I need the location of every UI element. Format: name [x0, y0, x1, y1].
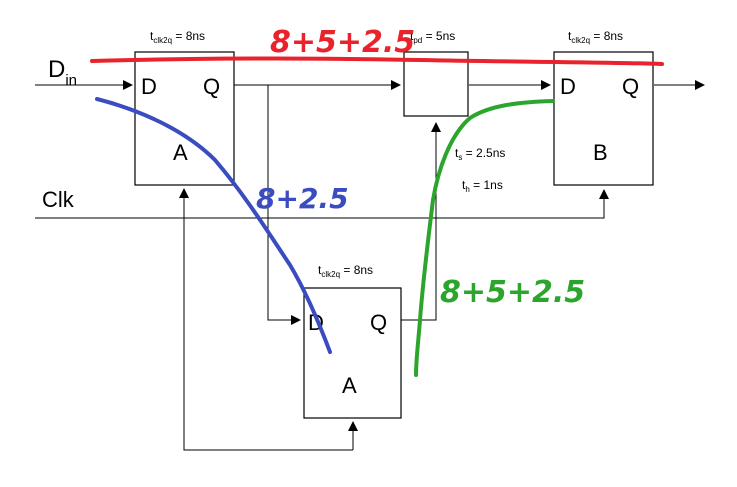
b-ts-label: ts = 2.5ns — [455, 146, 505, 162]
red-path-stroke — [90, 56, 664, 66]
flipflop-bottom-a — [303, 287, 402, 419]
b-th-label: th = 1ns — [462, 178, 503, 194]
top-a-q-label: Q — [203, 74, 220, 99]
clk-wire — [35, 189, 609, 219]
b-q-label: Q — [622, 74, 639, 99]
wires — [35, 80, 705, 451]
b-name-label: B — [593, 140, 608, 165]
red-annotation: 8+5+2.5 — [270, 25, 415, 60]
green-annotation: 8+5+2.5 — [440, 275, 585, 310]
top-a-tclk2q-label: tclk2q = 8ns — [150, 29, 205, 45]
clk-top-a-wire — [179, 188, 353, 451]
blocks — [134, 51, 654, 419]
blue-path-stroke — [95, 97, 332, 354]
comb-logic-block — [403, 51, 469, 117]
din-label: Din — [48, 56, 77, 89]
bottom-a-name-label: A — [342, 373, 357, 398]
clk-label: Clk — [42, 187, 75, 212]
top-a-name-label: A — [173, 140, 188, 165]
b-d-label: D — [560, 74, 576, 99]
comb-tpd-label: tpd = 5ns — [410, 29, 455, 45]
qa-to-bottom-a-wire — [267, 85, 301, 325]
green-path-stroke — [414, 99, 555, 377]
bottom-a-tclk2q-label: tclk2q = 8ns — [318, 263, 373, 279]
blue-annotation: 8+2.5 — [256, 182, 349, 215]
bottom-a-q-label: Q — [370, 310, 387, 335]
flipflop-b — [553, 51, 654, 186]
top-a-d-label: D — [141, 74, 157, 99]
b-tclk2q-label: tclk2q = 8ns — [568, 29, 623, 45]
